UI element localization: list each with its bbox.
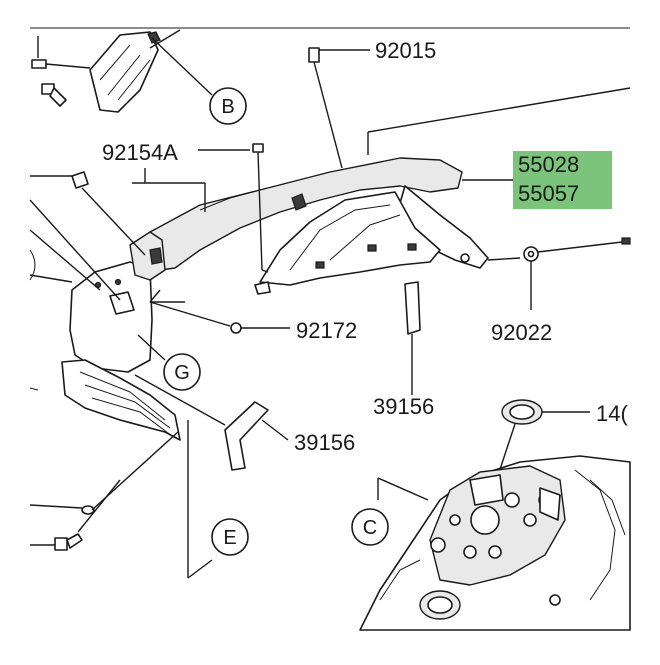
highlight-box — [513, 151, 612, 209]
strip-39156-left — [134, 374, 289, 471]
svg-text:B: B — [221, 96, 234, 118]
upper-cowl — [149, 157, 489, 295]
label-92154A: 92154A — [102, 140, 178, 165]
leader-left-edge — [29, 387, 39, 391]
label-92015: 92015 — [375, 38, 436, 63]
bolt-mid-left — [41, 83, 67, 107]
callout-g: G — [163, 353, 201, 391]
svg-text:E: E — [223, 527, 236, 549]
bolt-top-left — [31, 36, 91, 69]
label-39156-right: 39156 — [373, 394, 434, 419]
svg-text:C: C — [363, 517, 377, 539]
top-bracket — [89, 31, 161, 113]
label-14: 14( — [596, 401, 628, 426]
label-92172: 92172 — [296, 318, 357, 343]
label-55028: 55028 — [518, 152, 579, 177]
washer-92022 — [523, 237, 631, 310]
label-39156-left: 39156 — [294, 430, 355, 455]
inner-panel — [359, 455, 631, 631]
callout-b: B — [209, 87, 247, 125]
clip-92015 — [308, 47, 370, 169]
screw-92172 — [230, 322, 290, 334]
leader-b — [151, 37, 213, 96]
strip-39156-right — [404, 281, 421, 395]
screw-bottom-left — [29, 431, 179, 551]
screw-92154A — [132, 143, 269, 273]
callout-e: E — [211, 518, 249, 556]
label-92022: 92022 — [491, 320, 552, 345]
left-side-panel — [61, 171, 181, 441]
callout-c: C — [351, 508, 389, 546]
svg-text:G: G — [174, 362, 190, 384]
label-55057: 55057 — [518, 181, 579, 206]
